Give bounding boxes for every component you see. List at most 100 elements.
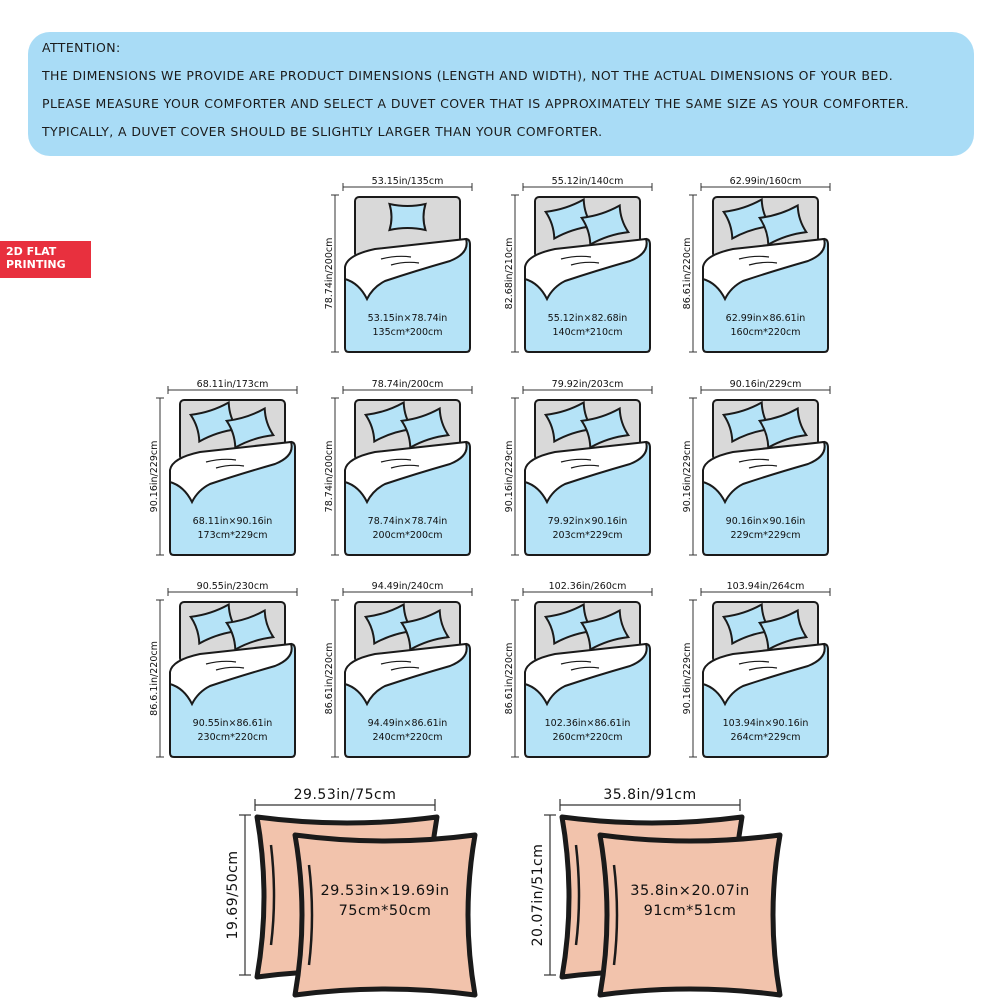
fold-crease-line — [390, 464, 420, 469]
fold-crease-line — [748, 261, 778, 266]
duvet-fold — [702, 237, 826, 302]
bed-length-label: 78.74in/200cm — [324, 238, 335, 310]
pillowcase-dimensions-inches: 29.53in×19.69in — [320, 883, 449, 899]
bed-length-label: 90.16in/229cm — [149, 441, 160, 513]
badge-line-1: 2D FLAT — [6, 245, 57, 258]
bed-dimensions-cm: 160cm*220cm — [731, 327, 801, 338]
fold-crease-line — [570, 261, 600, 266]
pillowcase-width-label: 35.8in/91cm — [603, 787, 696, 803]
bed-width-label: 78.74in/200cm — [372, 379, 444, 390]
duvet-fold — [702, 642, 826, 707]
pillow-shape — [399, 608, 451, 652]
pillowcase-dimensions-cm: 75cm*50cm — [339, 903, 432, 919]
bed-dimensions-inches: 68.11in×90.16in — [193, 516, 273, 527]
notice-line-3: TYPICALLY, A DUVET COVER SHOULD BE SLIGH… — [42, 124, 603, 139]
bed-length-label: 86.61in/220cm — [682, 238, 693, 310]
duvet-fold — [344, 642, 468, 707]
pillowcase-dimensions-inches: 35.8in×20.07in — [630, 883, 749, 899]
bed-width-label: 103.94in/264cm — [727, 581, 805, 592]
pillow-shape — [388, 202, 427, 232]
fold-crease-line — [215, 464, 245, 469]
bed-width-label: 90.16in/229cm — [730, 379, 802, 390]
bed-size-diagram-9: 94.49in/240cm86.61in/220cm94.49in×86.61i… — [324, 581, 473, 758]
notice-heading: ATTENTION: — [42, 40, 121, 55]
bed-pillows — [388, 202, 427, 232]
bed-width-label: 62.99in/160cm — [730, 176, 802, 187]
fold-crease-line — [205, 660, 237, 665]
pillowcase-seam-line — [269, 844, 276, 946]
pillow-shape — [224, 406, 276, 450]
bed-width-label: 68.11in/173cm — [197, 379, 269, 390]
bed-width-label: 102.36in/260cm — [549, 581, 627, 592]
fold-crease-line — [738, 660, 770, 665]
pillowcase-front — [597, 832, 783, 998]
pillow-shape — [224, 608, 276, 652]
pillow-shape — [579, 203, 631, 247]
bed-pillows — [188, 400, 276, 450]
bed-dimensions-inches: 102.36in×86.61in — [545, 718, 631, 729]
bed-length-label: 90.16in/229cm — [682, 643, 693, 715]
bed-dimensions-cm: 230cm*220cm — [198, 732, 268, 743]
pillow-shape — [579, 406, 631, 450]
pillow-shape — [757, 406, 809, 450]
bed-size-diagram-3: 62.99in/160cm86.61in/220cm62.99in×86.61i… — [682, 176, 831, 353]
fold-crease-line — [738, 255, 770, 260]
pillow-shape — [399, 406, 451, 450]
pillow-shape — [388, 202, 427, 232]
bed-length-label: 86.6.1in/220cm — [149, 641, 160, 716]
bed-size-diagram-2: 55.12in/140cm82.68in/210cm55.12in×82.68i… — [504, 176, 653, 353]
duvet-fold — [344, 440, 468, 505]
fold-crease-line — [560, 660, 592, 665]
bed-pillows — [363, 602, 451, 652]
duvet-fold — [524, 440, 648, 505]
bed-size-diagram-7: 90.16in/229cm 90.16in/229cm 90.16in×90.16i… — [682, 379, 831, 556]
pillowcase-seam-line — [307, 864, 314, 966]
pillowcase-seam-line — [574, 844, 581, 946]
pillowcase-height-label: 19.69/50cm — [225, 851, 241, 940]
pillow-shape — [224, 608, 276, 652]
bed-dimensions-cm: 264cm*229cm — [731, 732, 801, 743]
bed-pillows — [543, 197, 631, 247]
bed-size-diagram-6: 79.92in/203cm90.16in/229cm79.92in×90.16i… — [504, 379, 653, 556]
bed-pillows — [721, 197, 809, 247]
bed-size-diagram-5: 78.74in/200cm78.74in/200cm78.74in×78.74i… — [324, 379, 473, 556]
bed-dimensions-cm: 173cm*229cm — [198, 530, 268, 541]
pillowcase-dimensions-cm: 91cm*51cm — [644, 903, 737, 919]
bed-width-label: 79.92in/203cm — [552, 379, 624, 390]
bed-dimensions-inches: 79.92in×90.16in — [548, 516, 628, 527]
fold-crease-line — [205, 458, 237, 463]
duvet-fold — [169, 642, 293, 707]
bed-pillows — [363, 400, 451, 450]
bed-length-label: 86.61in/220cm — [324, 643, 335, 715]
pillow-shape — [579, 203, 631, 247]
fold-crease-line — [748, 666, 778, 671]
fold-crease-line — [560, 255, 592, 260]
duvet-fold — [524, 237, 648, 302]
bed-dimensions-inches: 103.94in×90.16in — [723, 718, 809, 729]
bed-dimensions-cm: 229cm*229cm — [731, 530, 801, 541]
bed-pillows — [188, 602, 276, 652]
bed-dimensions-inches: 78.74in×78.74in — [368, 516, 448, 527]
bed-dimensions-inches: 90.16in×90.16in — [726, 516, 806, 527]
pillowcase-front — [292, 832, 478, 998]
pillow-shape — [399, 406, 451, 450]
bed-width-label: 90.55in/230cm — [197, 581, 269, 592]
bed-length-label: 86.61in/220cm — [504, 643, 515, 715]
pillow-shape — [579, 608, 631, 652]
pillowcase-width-label: 29.53in/75cm — [294, 787, 397, 803]
bed-size-diagram-4: 68.11in/173cm 90.16in/229cm 68.11in×90.16i… — [149, 379, 298, 556]
fold-crease-line — [380, 458, 412, 463]
pillow-shape — [757, 406, 809, 450]
bed-dimensions-cm: 140cm*210cm — [553, 327, 623, 338]
fold-crease-line — [215, 666, 245, 671]
bed-pillows — [721, 400, 809, 450]
bed-length-label: 90.16in/229cm — [682, 441, 693, 513]
bed-dimensions-cm: 135cm*200cm — [373, 327, 443, 338]
pillow-shape — [757, 608, 809, 652]
pillow-shape — [757, 203, 809, 247]
duvet-fold — [169, 440, 293, 505]
pillowcase-seam-line — [612, 864, 619, 966]
pillow-shape — [579, 406, 631, 450]
